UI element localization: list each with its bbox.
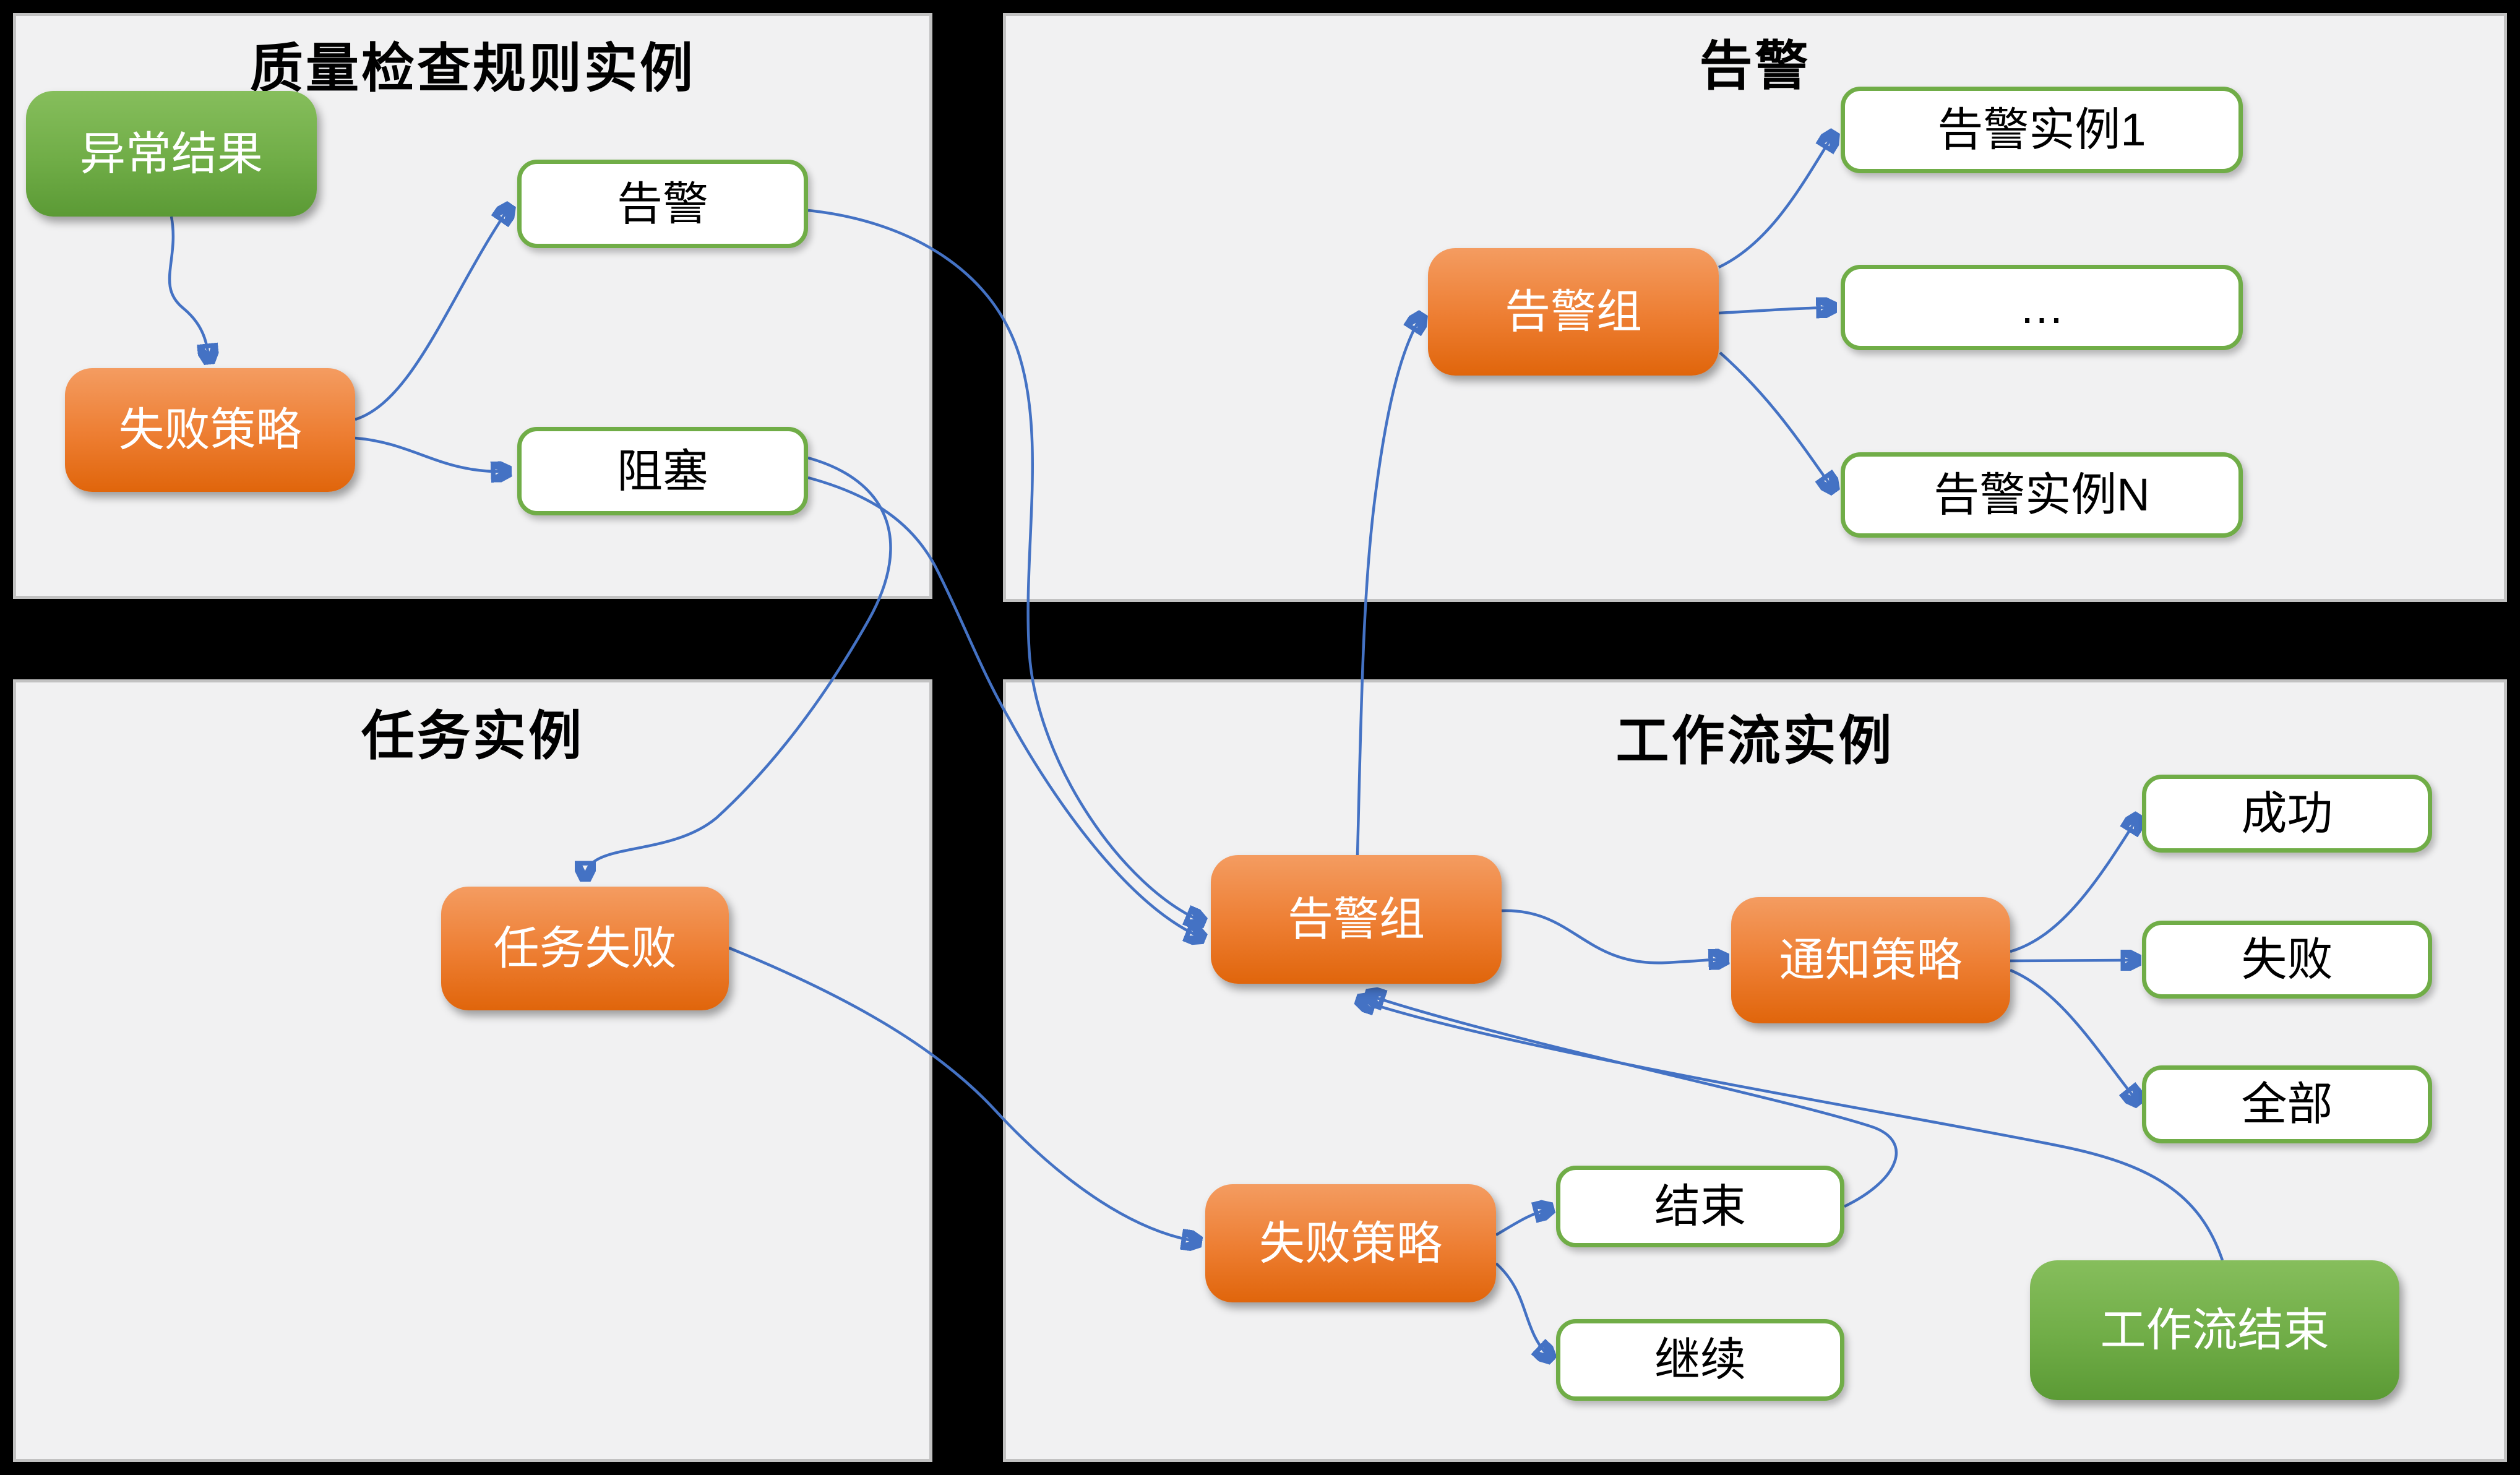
node-label: 告警组 xyxy=(1288,893,1425,945)
node-alert-instance-ellipsis: … xyxy=(1841,265,2243,350)
node-workflow-end: 工作流结束 xyxy=(2030,1260,2399,1400)
node-alert-instance-n: 告警实例N xyxy=(1841,452,2243,538)
node-task-failed: 任务失败 xyxy=(441,887,729,1010)
node-label: 失败 xyxy=(2241,934,2333,985)
node-all: 全部 xyxy=(2142,1065,2432,1143)
node-label: 告警组 xyxy=(1505,286,1642,337)
panel-title-workflow-instance: 工作流实例 xyxy=(1615,712,1894,771)
node-fail-strategy-rule: 失败策略 xyxy=(65,368,355,492)
node-alert-instance-1: 告警实例1 xyxy=(1841,87,2243,173)
node-success: 成功 xyxy=(2142,775,2432,853)
node-label: 告警 xyxy=(617,178,708,230)
panel-title-task-instance: 任务实例 xyxy=(361,707,584,766)
node-label: 阻塞 xyxy=(617,445,708,497)
panel-alert: 告警 xyxy=(1003,13,2507,602)
node-abnormal-result: 异常结果 xyxy=(26,91,317,217)
node-label: 任务失败 xyxy=(493,922,677,974)
node-label: 结束 xyxy=(1654,1180,1746,1232)
node-label: 失败策略 xyxy=(118,404,302,455)
node-label: 失败策略 xyxy=(1259,1217,1442,1269)
node-label: 告警实例N xyxy=(1933,469,2150,520)
node-notify-strategy: 通知策略 xyxy=(1731,897,2010,1023)
node-label: 全部 xyxy=(2241,1078,2333,1130)
node-fail-strategy-workflow: 失败策略 xyxy=(1205,1184,1496,1302)
node-continue: 继续 xyxy=(1556,1319,1844,1401)
panel-task-instance: 任务实例 xyxy=(13,679,932,1462)
node-alert-group-alert: 告警组 xyxy=(1428,248,1719,376)
panel-title-alert: 告警 xyxy=(1699,37,1811,96)
node-end: 结束 xyxy=(1556,1166,1844,1247)
node-label: 继续 xyxy=(1654,1334,1746,1385)
node-block-option: 阻塞 xyxy=(517,427,808,515)
node-label: 异常结果 xyxy=(80,127,263,179)
node-label: 工作流结束 xyxy=(2100,1304,2329,1356)
node-label: 告警实例1 xyxy=(1937,104,2146,155)
node-label: 成功 xyxy=(2241,788,2333,839)
node-alert-option: 告警 xyxy=(517,160,808,248)
node-alert-group-workflow: 告警组 xyxy=(1211,855,1502,984)
node-label: … xyxy=(2019,282,2065,333)
panel-title-quality-rule-instance: 质量检查规则实例 xyxy=(250,39,695,98)
node-label: 通知策略 xyxy=(1779,934,1963,986)
node-failure: 失败 xyxy=(2142,921,2432,999)
